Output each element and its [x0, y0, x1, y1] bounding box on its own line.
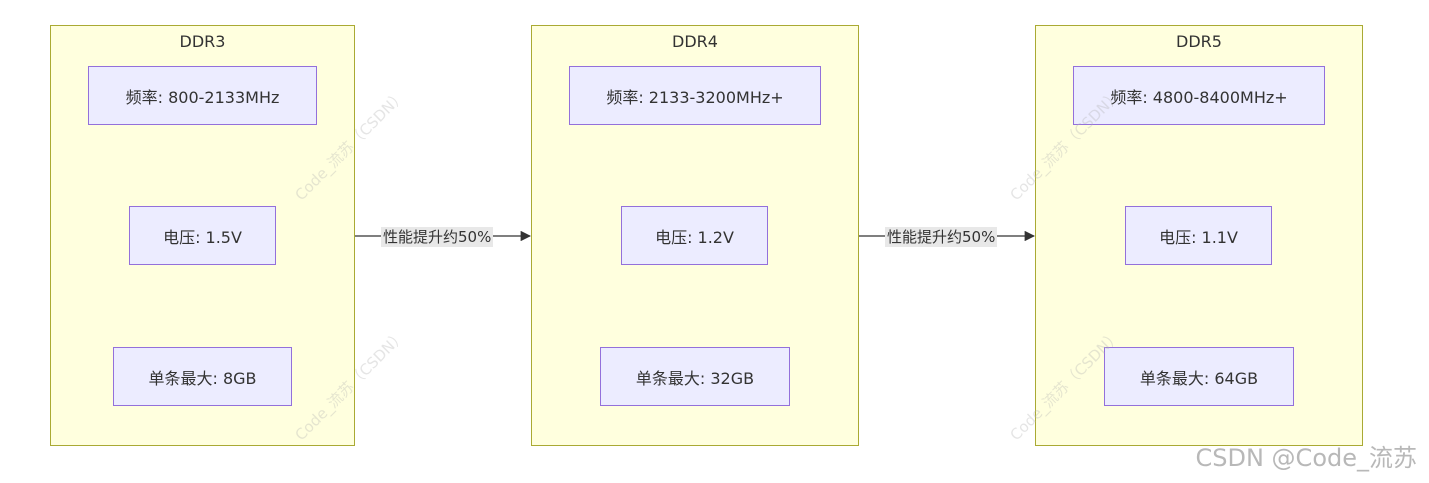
node-ddr3-max-capacity: 单条最大: 8GB — [113, 347, 292, 406]
node-ddr5-voltage: 电压: 1.1V — [1125, 206, 1272, 265]
cluster-title-ddr3: DDR3 — [179, 32, 226, 51]
footer-watermark: CSDN @Code_流苏 — [1195, 444, 1418, 472]
cluster-title-ddr4: DDR4 — [672, 32, 718, 51]
node-ddr4-frequency: 频率: 2133-3200MHz+ — [569, 66, 821, 125]
node-ddr3-voltage: 电压: 1.5V — [129, 206, 276, 265]
edge-label-ddr3-to-ddr4: 性能提升约50% — [381, 227, 494, 247]
edge-label-ddr4-to-ddr5: 性能提升约50% — [885, 227, 998, 247]
node-ddr3-frequency: 频率: 800-2133MHz — [88, 66, 317, 125]
cluster-title-ddr5: DDR5 — [1176, 32, 1222, 51]
node-ddr4-voltage: 电压: 1.2V — [621, 206, 768, 265]
node-ddr5-max-capacity: 单条最大: 64GB — [1104, 347, 1294, 406]
node-ddr4-max-capacity: 单条最大: 32GB — [600, 347, 790, 406]
node-ddr5-frequency: 频率: 4800-8400MHz+ — [1073, 66, 1325, 125]
